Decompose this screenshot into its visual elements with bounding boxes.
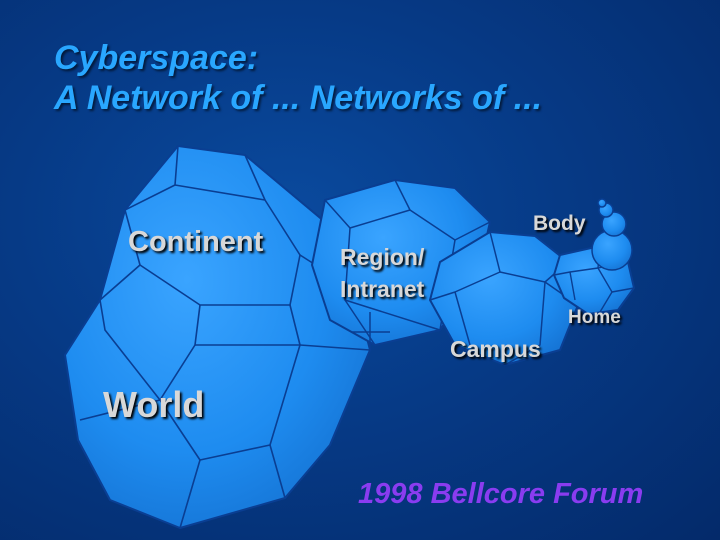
label-home: Home xyxy=(568,307,621,328)
slide-title: Cyberspace: A Network of ... Networks of… xyxy=(54,38,542,118)
label-continent: Continent xyxy=(128,226,264,258)
label-campus: Campus xyxy=(450,336,541,362)
campus-polyhedron xyxy=(429,231,579,366)
title-line-2: A Network of ... Networks of ... xyxy=(54,79,543,117)
label-body: Body xyxy=(533,212,586,235)
label-region-line2: Intranet xyxy=(340,276,425,302)
label-world: World xyxy=(103,384,205,425)
body-spheres xyxy=(591,198,633,271)
label-region-line1: Region/ xyxy=(340,244,425,270)
footer-credit: 1998 Bellcore Forum xyxy=(358,478,644,510)
title-line-1: Cyberspace: xyxy=(54,39,259,77)
label-region-intranet: Region/ Intranet xyxy=(340,241,424,305)
